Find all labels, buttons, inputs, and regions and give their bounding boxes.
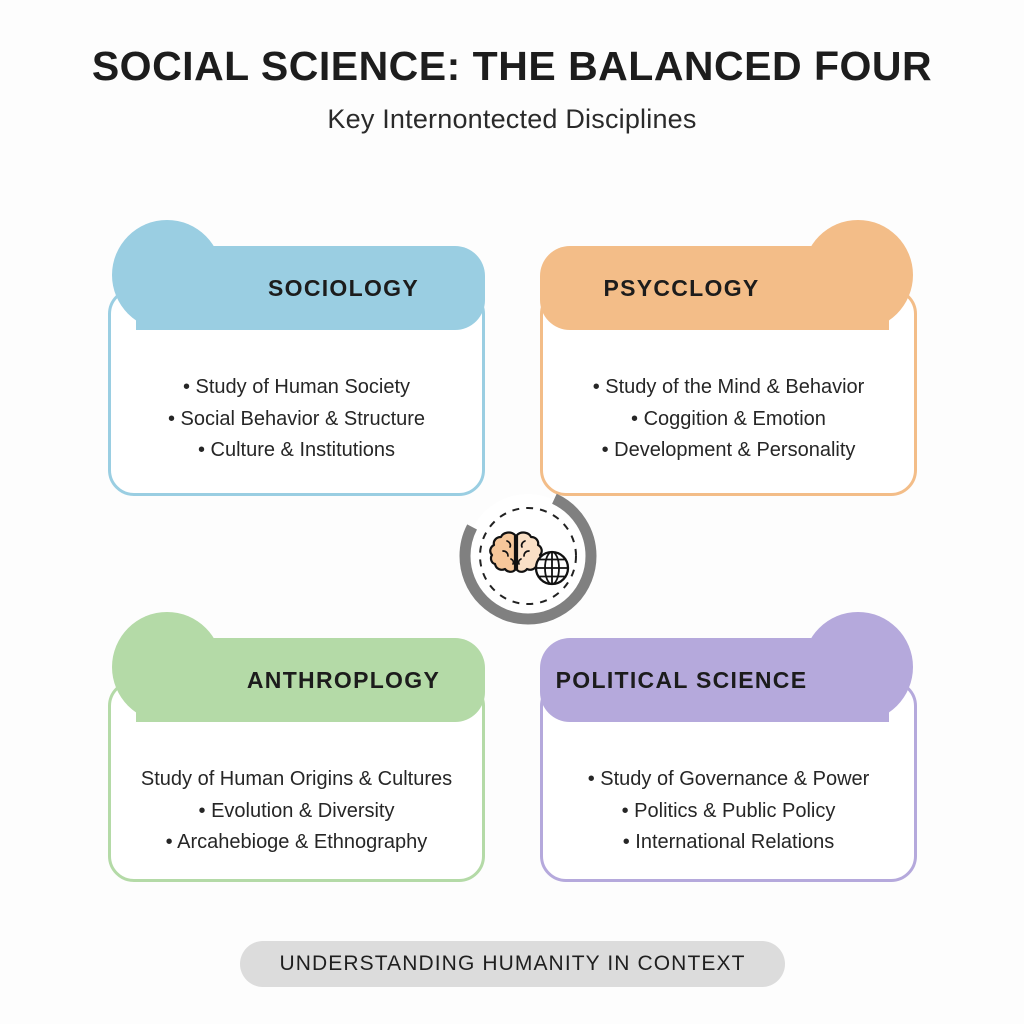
bullet-item: • Social Behavior & Structure — [167, 407, 426, 430]
card-header-psychology: PSYCCLOGY — [540, 246, 889, 330]
card-header-anthropology: ANTHROPLOGY — [136, 638, 485, 722]
card-header-political-science: POLITICAL SCIENCE — [540, 638, 889, 722]
card-psychology[interactable]: PSYCCLOGY • Study of the Mind & Behavior… — [540, 220, 917, 496]
bullet-item: • Study of Human Society — [182, 376, 411, 398]
card-bullets-sociology: • Study of Human Society • Social Behavi… — [108, 372, 485, 467]
card-bullets-political-science: • Study of Governance & Power • Politics… — [540, 764, 917, 859]
footer-text: UNDERSTANDING HUMANITY IN CONTEXT — [279, 952, 746, 975]
bullet-item: • Study of Governance & Power — [587, 768, 870, 790]
card-title-anthropology: ANTHROPLOGY — [246, 666, 441, 693]
bullet-item: • Culture & Institutions — [197, 439, 396, 462]
brain-globe-icon — [489, 531, 570, 586]
footer-banner: UNDERSTANDING HUMANITY IN CONTEXT — [240, 941, 785, 987]
card-header-sociology: SOCIOLOGY — [136, 246, 485, 330]
bullet-item: • Politics & Public Policy — [621, 799, 836, 822]
bullet-item: • Development & Personality — [601, 439, 856, 462]
bullet-item: • Arcahebioge & Ethnography — [165, 831, 428, 854]
brain-icon — [489, 531, 543, 573]
card-bullets-psychology: • Study of the Mind & Behavior • Coggiti… — [540, 372, 917, 467]
page-title: SOCIAL SCIENCE: THE BALANCED FOUR — [91, 43, 933, 89]
bullet-item: Study of Human Origins & Cultures — [140, 768, 453, 790]
globe-icon — [534, 550, 570, 586]
bullet-item: • Coggition & Emotion — [631, 407, 826, 430]
card-anthropology[interactable]: ANTHROPLOGY Study of Human Origins & Cul… — [108, 612, 485, 882]
card-bullets-anthropology: Study of Human Origins & Cultures • Evol… — [108, 764, 485, 859]
card-title-sociology: SOCIOLOGY — [268, 274, 419, 301]
bullet-item: • Evolution & Diversity — [198, 799, 395, 822]
card-title-psychology: PSYCCLOGY — [603, 274, 760, 301]
card-political-science[interactable]: POLITICAL SCIENCE • Study of Governance … — [540, 612, 917, 882]
card-sociology[interactable]: SOCIOLOGY • Study of Human Society • Soc… — [108, 220, 485, 496]
page-subtitle: Key Internontected Disciplines — [327, 103, 697, 134]
bullet-item: • Study of the Mind & Behavior — [592, 376, 865, 398]
infographic-header: SOCIAL SCIENCE: THE BALANCED FOUR Key In… — [0, 43, 1024, 135]
hub-ring — [459, 487, 597, 625]
central-hub — [454, 482, 602, 630]
hub-icon-group — [454, 482, 602, 630]
card-title-political-science: POLITICAL SCIENCE — [555, 666, 808, 693]
bullet-item: • International Relations — [622, 831, 835, 854]
